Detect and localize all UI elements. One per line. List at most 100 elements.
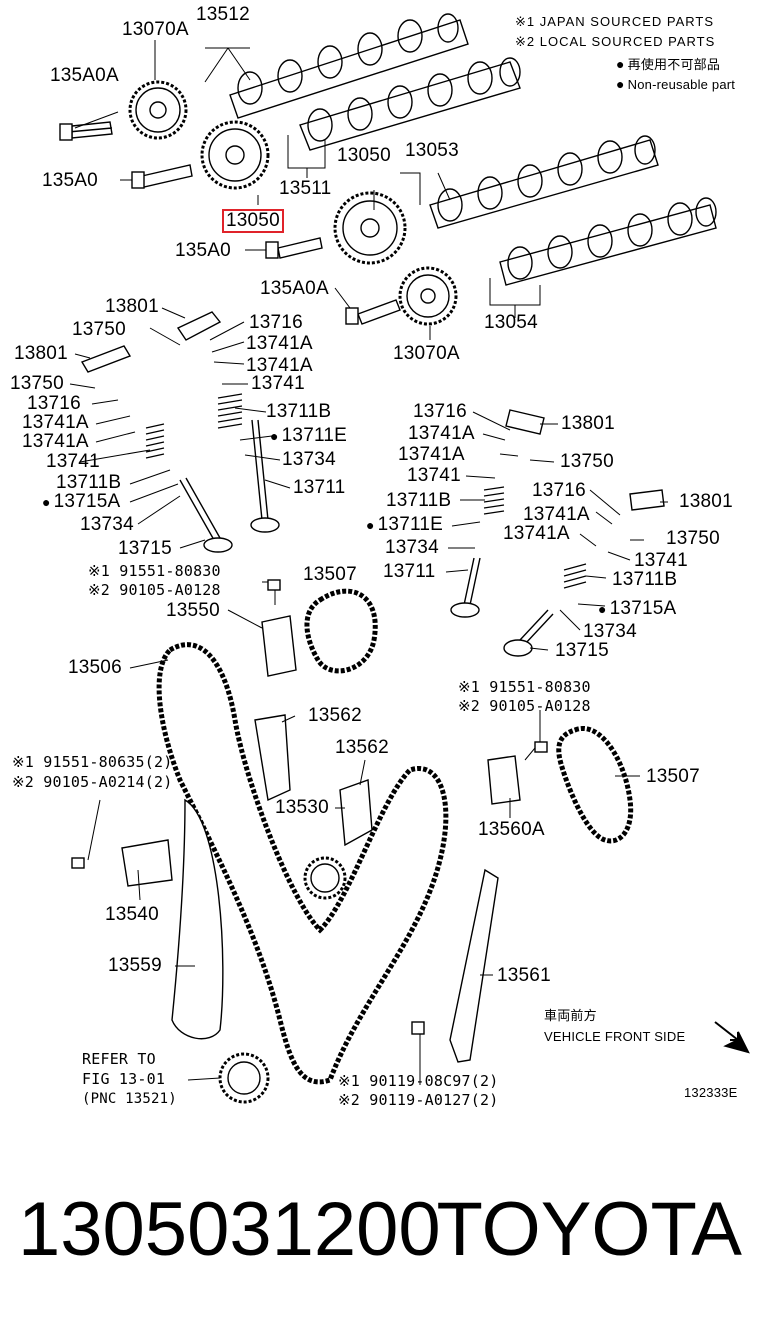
vvt-gear-13050-right bbox=[333, 191, 407, 265]
chain-damper-13562-b bbox=[339, 779, 373, 847]
label-13053: 13053 bbox=[405, 140, 459, 161]
label-13711E-a: 13711E bbox=[270, 426, 347, 446]
label-13507-a: 13507 bbox=[303, 564, 357, 585]
label-refer-2: FIG 13-01 bbox=[82, 1070, 166, 1088]
label-13050-highlighted[interactable]: 13050 bbox=[222, 209, 284, 233]
label-13741A-g: 13741A bbox=[523, 504, 590, 525]
label-13550: 13550 bbox=[166, 600, 220, 621]
diagram-drawing bbox=[59, 13, 750, 1104]
label-13715A-a: 13715A bbox=[42, 492, 121, 512]
camshaft-exhaust-left bbox=[299, 57, 521, 151]
label-135A0-top: 135A0 bbox=[42, 170, 98, 191]
label-13750-b: 13750 bbox=[10, 373, 64, 394]
label-13050-right: 13050 bbox=[337, 145, 391, 166]
label-13715-a: 13715 bbox=[118, 538, 172, 559]
brand-name: TOYOTA bbox=[436, 1187, 742, 1272]
label-13540: 13540 bbox=[105, 904, 159, 925]
label-13561: 13561 bbox=[497, 965, 551, 986]
label-13512: 13512 bbox=[196, 4, 250, 25]
vvt-gear-13070A-top bbox=[128, 80, 188, 140]
label-13716-b: 13716 bbox=[27, 393, 81, 414]
label-13750-a: 13750 bbox=[72, 319, 126, 340]
crank-sprocket bbox=[218, 1052, 270, 1104]
label-13711E-b: 13711E bbox=[366, 515, 443, 535]
vvt-gear-13050-left bbox=[200, 120, 270, 190]
figure-number: 132333E bbox=[684, 1085, 738, 1100]
label-13507-b: 13507 bbox=[646, 766, 700, 787]
timing-chain-13507-b bbox=[556, 725, 634, 844]
label-13559: 13559 bbox=[108, 955, 162, 976]
label-bolt3-local: ※2 90105-A0214(2) bbox=[12, 773, 173, 791]
spring-right-b bbox=[563, 563, 587, 589]
label-13741-a: 13741 bbox=[251, 373, 305, 394]
label-13750-d: 13750 bbox=[666, 528, 720, 549]
label-13506: 13506 bbox=[68, 657, 122, 678]
idler-sprocket-13530 bbox=[303, 856, 347, 900]
label-bolt4-japan: ※1 90119-08C97(2) bbox=[338, 1072, 499, 1090]
rocker-arm-13801-b bbox=[80, 345, 132, 373]
chain-guide-13561 bbox=[449, 868, 499, 1063]
label-13750-c: 13750 bbox=[560, 451, 614, 472]
label-13741A-c: 13741A bbox=[22, 412, 89, 433]
label-front-en: VEHICLE FRONT SIDE bbox=[544, 1029, 686, 1044]
legend-reuse-jp: 再使用不可部品 bbox=[616, 56, 720, 73]
label-13715-b: 13715 bbox=[555, 640, 609, 661]
label-13054: 13054 bbox=[484, 312, 538, 333]
label-13741A-e: 13741A bbox=[408, 423, 475, 444]
bolt-135A0-top bbox=[131, 164, 193, 189]
vvt-gear-13070A-mid bbox=[398, 266, 458, 326]
label-13511: 13511 bbox=[279, 178, 332, 199]
label-13530: 13530 bbox=[275, 797, 329, 818]
rocker-arm-13801-a bbox=[176, 311, 222, 341]
label-13741A-a: 13741A bbox=[246, 333, 313, 354]
label-bolt2-japan: ※1 91551-80830 bbox=[458, 678, 591, 696]
label-13741A-f: 13741A bbox=[398, 444, 465, 465]
leader-lines bbox=[69, 40, 668, 1085]
camshaft-intake-left bbox=[229, 13, 469, 119]
tensioner-13560A bbox=[487, 755, 521, 805]
label-13711-b: 13711 bbox=[383, 561, 436, 582]
tensioner-arm-13540 bbox=[121, 839, 173, 887]
bolt-91551-c bbox=[71, 857, 85, 869]
label-13801-d: 13801 bbox=[679, 491, 733, 512]
label-13560A: 13560A bbox=[478, 819, 545, 840]
label-13711B-b: 13711B bbox=[56, 472, 122, 493]
label-13070A-mid: 13070A bbox=[393, 343, 460, 364]
label-13070A-top: 13070A bbox=[122, 19, 189, 40]
legend-reuse-en-text: Non-reusable part bbox=[627, 77, 736, 92]
label-13711B-d: 13711B bbox=[612, 569, 678, 590]
label-13741A-h: 13741A bbox=[503, 523, 570, 544]
label-bolt1-local: ※2 90105-A0128 bbox=[88, 581, 221, 599]
bolt-135A0A-top bbox=[59, 121, 113, 141]
label-13716-c: 13716 bbox=[413, 401, 467, 422]
valve-right-b bbox=[503, 609, 554, 657]
chain-damper-13562-a bbox=[254, 714, 291, 802]
label-13734-b: 13734 bbox=[80, 514, 134, 535]
bolt-91551-a bbox=[267, 579, 281, 591]
bolt-90119 bbox=[411, 1021, 425, 1035]
timing-chain-13506 bbox=[156, 642, 449, 1085]
label-13711B-c: 13711B bbox=[386, 490, 452, 511]
valve-center bbox=[250, 419, 280, 533]
bolt-135A0A-mid bbox=[345, 299, 401, 325]
bolt-91551-b bbox=[534, 741, 548, 753]
spring-right-a bbox=[483, 486, 505, 515]
label-13741A-d: 13741A bbox=[22, 431, 89, 452]
chain-guide-13559 bbox=[171, 798, 224, 1040]
spring-center bbox=[217, 393, 243, 429]
label-bolt4-local: ※2 90119-A0127(2) bbox=[338, 1091, 499, 1109]
label-13711B-a: 13711B bbox=[266, 401, 332, 422]
valve-right-a bbox=[450, 557, 481, 618]
label-refer-1: REFER TO bbox=[82, 1050, 156, 1068]
label-bolt1-japan: ※1 91551-80830 bbox=[88, 562, 221, 580]
label-13734-a: 13734 bbox=[282, 449, 336, 470]
legend-local: ※2 LOCAL SOURCED PARTS bbox=[515, 34, 716, 49]
rocker-arm-13801-d bbox=[629, 489, 665, 511]
label-bolt3-japan: ※1 91551-80635(2) bbox=[12, 753, 173, 771]
label-13741-b: 13741 bbox=[46, 451, 100, 472]
label-13741A-b: 13741A bbox=[246, 355, 313, 376]
label-13711-a: 13711 bbox=[293, 477, 346, 498]
camshaft-exhaust-right bbox=[499, 197, 717, 286]
label-13562-b: 13562 bbox=[335, 737, 389, 758]
footer: 1305031200 TOYOTA bbox=[0, 1180, 760, 1290]
